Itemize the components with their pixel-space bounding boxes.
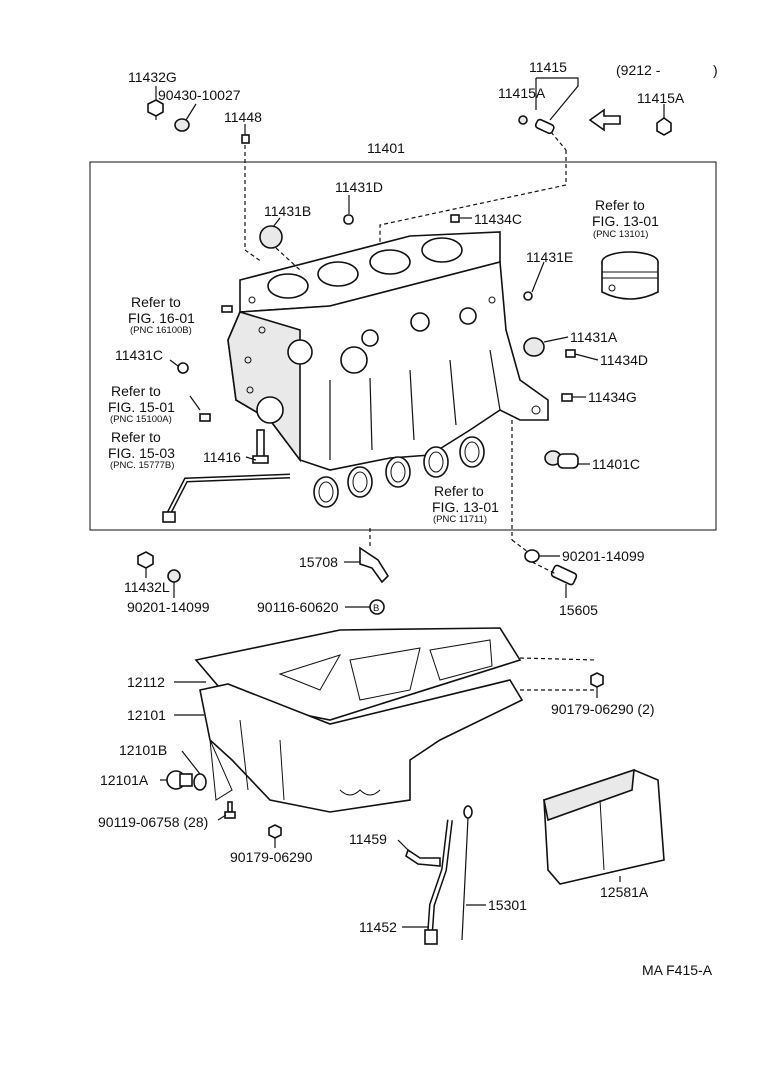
crankshaft-bearings xyxy=(313,436,485,508)
bolt-11432G xyxy=(147,99,164,120)
bolt-11432L xyxy=(137,551,154,569)
bolt-90119-06758 xyxy=(224,801,236,819)
svg-text:Refer to: Refer to xyxy=(595,197,645,213)
drain-plug-12101A xyxy=(166,770,193,790)
label-11415A-2: 11415A xyxy=(637,90,685,106)
svg-text:FIG. 15-03: FIG. 15-03 xyxy=(108,445,175,461)
bolt-11415A-replacement xyxy=(656,117,672,136)
dipstick-15301 xyxy=(461,805,473,941)
label-11431B: 11431B xyxy=(264,203,311,219)
label-12101B: 12101B xyxy=(119,742,167,758)
label-11431A: 11431A xyxy=(570,329,618,345)
svg-text:(PNC 11711): (PNC 11711) xyxy=(433,514,487,525)
svg-text:Refer to: Refer to xyxy=(111,429,161,445)
svg-text:Refer to: Refer to xyxy=(434,483,484,499)
gasket-90201-14099-right xyxy=(524,549,540,563)
label-90430-10027: 90430-10027 xyxy=(158,87,241,103)
plug-90430-10027 xyxy=(174,118,190,132)
label-11416: 11416 xyxy=(203,449,241,465)
stud-15-01 xyxy=(199,413,211,422)
reference-fig-15-03: Refer to FIG. 15-03 (PNC. 15777B) xyxy=(108,429,175,471)
label-90201-14099-right: 90201-14099 xyxy=(562,548,645,564)
block-group-frame xyxy=(89,161,717,531)
pin-11434C xyxy=(450,214,460,223)
pin-11434G xyxy=(561,393,573,402)
label-90179-06290-2: 90179-06290 (2) xyxy=(551,701,655,717)
label-90201-14099-left: 90201-14099 xyxy=(127,599,210,615)
label-11434G: 11434G xyxy=(588,389,637,405)
svg-text:FIG. 15-01: FIG. 15-01 xyxy=(108,399,175,415)
oil-nozzle-15708 xyxy=(359,528,390,584)
label-11431D: 11431D xyxy=(335,179,383,195)
svg-text:(PNC. 15777B): (PNC. 15777B) xyxy=(110,460,174,471)
gasket-12101B xyxy=(193,773,207,791)
plug-11431C xyxy=(177,362,189,374)
label-11432G: 11432G xyxy=(128,69,177,85)
label-90116-60620: 90116-60620 xyxy=(257,599,339,615)
oil-pan-12101 xyxy=(199,679,524,813)
diagram-code: MA F415-A xyxy=(642,962,713,978)
pin-11448 xyxy=(241,134,250,144)
label-11434D: 11434D xyxy=(600,352,648,368)
label-11431C: 11431C xyxy=(115,347,163,363)
label-11415: 11415 xyxy=(529,59,567,75)
label-11448: 11448 xyxy=(224,109,262,125)
bolt-11416 xyxy=(252,429,269,464)
svg-text:(PNC 13101): (PNC 13101) xyxy=(593,229,648,240)
label-12581A: 12581A xyxy=(600,884,649,900)
label-90119-06758: 90119-06758 (28) xyxy=(98,814,208,830)
label-11431E: 11431E xyxy=(526,249,573,265)
plug-90201-14099-left xyxy=(167,569,181,583)
label-12101: 12101 xyxy=(127,707,166,723)
label-11459: 11459 xyxy=(349,831,387,847)
svg-text:Refer to: Refer to xyxy=(131,294,181,310)
svg-text:FIG. 13-01: FIG. 13-01 xyxy=(592,213,659,229)
reference-fig-15-01: Refer to FIG. 15-01 (PNC 15100A) xyxy=(108,383,175,425)
plug-11431A xyxy=(523,337,545,357)
label-12101A: 12101A xyxy=(100,772,149,788)
reference-fig-13-01-piston: Refer to FIG. 13-01 (PNC 13101) xyxy=(592,197,659,240)
plug-11401C xyxy=(544,450,579,469)
pin-11434D xyxy=(565,349,576,358)
plug-11431D xyxy=(343,214,354,225)
plug-11431B xyxy=(259,225,283,249)
label-11401C: 11401C xyxy=(592,456,640,472)
label-9212-close: ) xyxy=(713,62,718,78)
plug-11431E xyxy=(523,291,533,301)
piston xyxy=(601,251,659,300)
label-11401: 11401 xyxy=(367,140,405,156)
label-11452: 11452 xyxy=(359,919,397,935)
bracket-11459 xyxy=(405,848,441,867)
svg-text:Refer to: Refer to xyxy=(111,383,161,399)
label-12112: 12112 xyxy=(127,674,165,690)
label-15708: 15708 xyxy=(299,554,338,570)
stud-16-01 xyxy=(221,305,233,313)
label-9212: (9212 - xyxy=(616,62,661,78)
arrow-icon xyxy=(588,108,621,132)
svg-text:(PNC 15100A): (PNC 15100A) xyxy=(110,414,172,425)
circle-b-letter: B xyxy=(373,603,379,614)
svg-text:FIG. 16-01: FIG. 16-01 xyxy=(128,310,195,326)
svg-text:FIG. 13-01: FIG. 13-01 xyxy=(432,499,499,515)
label-11415A-1: 11415A xyxy=(498,85,546,101)
label-15301: 15301 xyxy=(488,897,527,913)
nut-90179-06290 xyxy=(268,824,282,839)
drain-cock-11415 xyxy=(518,77,579,135)
reference-fig-13-01-bearing: Refer to FIG. 13-01 (PNC 11711) xyxy=(432,483,499,525)
label-15605: 15605 xyxy=(559,602,598,618)
insulator-12581A xyxy=(543,768,665,885)
oil-pipe xyxy=(165,473,291,517)
bolt-15605 xyxy=(550,564,578,586)
reference-fig-16-01: Refer to FIG. 16-01 (PNC 16100B) xyxy=(128,294,195,336)
svg-text:(PNC 16100B): (PNC 16100B) xyxy=(130,325,192,336)
cylinder-block-11401 xyxy=(227,231,549,471)
nut-90179-06290-2 xyxy=(590,672,604,688)
label-11432L: 11432L xyxy=(124,579,170,595)
label-11434C: 11434C xyxy=(474,211,522,227)
label-90179-06290: 90179-06290 xyxy=(230,849,313,865)
dipstick-guide-11452 xyxy=(424,819,453,945)
